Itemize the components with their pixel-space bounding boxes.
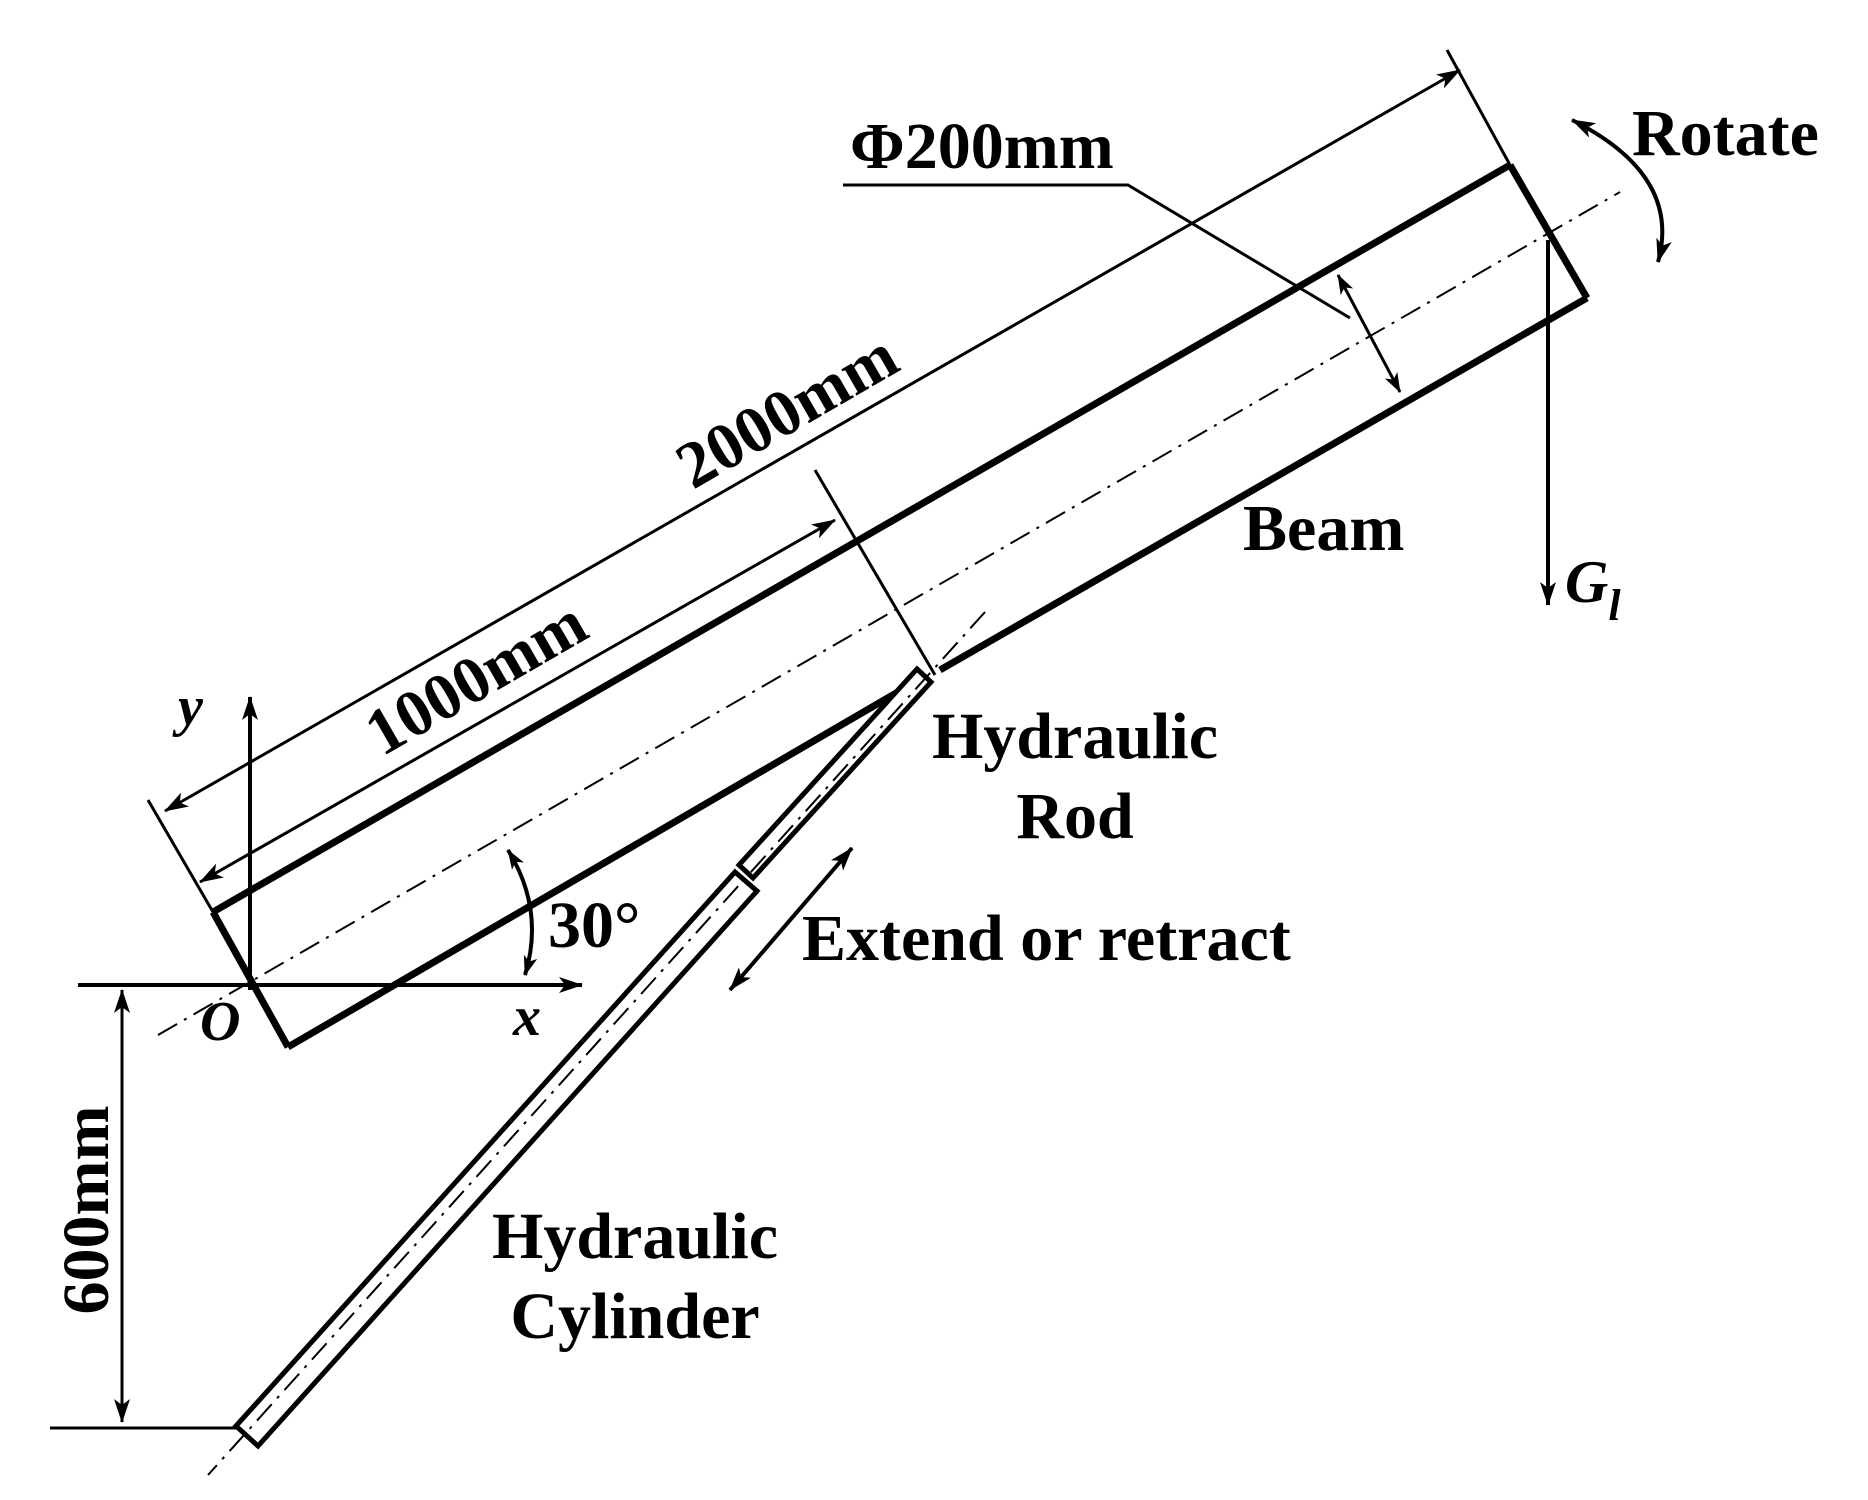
length-1000-label: 1000mm bbox=[353, 586, 599, 770]
cylinder-centerline bbox=[207, 611, 986, 1476]
dimension-1000 bbox=[199, 469, 937, 884]
dimension-600 bbox=[50, 989, 240, 1430]
extension-line-mid bbox=[813, 469, 937, 676]
hydraulic-rod bbox=[735, 665, 935, 882]
beam-right-edge bbox=[1506, 163, 1591, 300]
diameter-arrow bbox=[1336, 274, 1402, 393]
extension-line-right bbox=[1445, 49, 1512, 166]
load-label: Gl bbox=[1565, 549, 1621, 630]
diameter-label: Φ200mm bbox=[850, 110, 1114, 183]
angle-label: 30° bbox=[548, 889, 640, 962]
extension-line-left bbox=[146, 799, 215, 913]
length-2000-label: 2000mm bbox=[664, 319, 910, 503]
rod-label-line2: Rod bbox=[1016, 780, 1133, 853]
x-axis-label: x bbox=[512, 986, 541, 1048]
angle-arc bbox=[506, 848, 538, 976]
load-symbol: G bbox=[1565, 549, 1608, 615]
offset-600-label: 600mm bbox=[50, 1106, 123, 1315]
diameter-leader bbox=[843, 183, 1351, 320]
cylinder-label-line1: Hydraulic bbox=[492, 1200, 778, 1273]
cylinder-body bbox=[232, 868, 761, 1450]
rod-body bbox=[735, 665, 935, 882]
beam-label: Beam bbox=[1243, 492, 1404, 565]
diameter-dimension bbox=[843, 183, 1402, 393]
rotate-arrow bbox=[1571, 118, 1672, 263]
origin-label: O bbox=[200, 991, 240, 1053]
extend-arrow bbox=[728, 846, 854, 992]
beam-bottom-edge-right bbox=[938, 294, 1589, 674]
rotate-label: Rotate bbox=[1632, 97, 1819, 170]
rod-label-line1: Hydraulic bbox=[932, 700, 1218, 773]
extend-label: Extend or retract bbox=[802, 902, 1291, 975]
dim-line-1000 bbox=[199, 518, 836, 884]
hydraulic-cylinder bbox=[232, 868, 761, 1450]
load-subscript: l bbox=[1608, 581, 1621, 630]
y-axis-label: y bbox=[172, 676, 204, 738]
dim-line-2000 bbox=[164, 68, 1461, 813]
cylinder-label-line2: Cylinder bbox=[510, 1280, 759, 1353]
